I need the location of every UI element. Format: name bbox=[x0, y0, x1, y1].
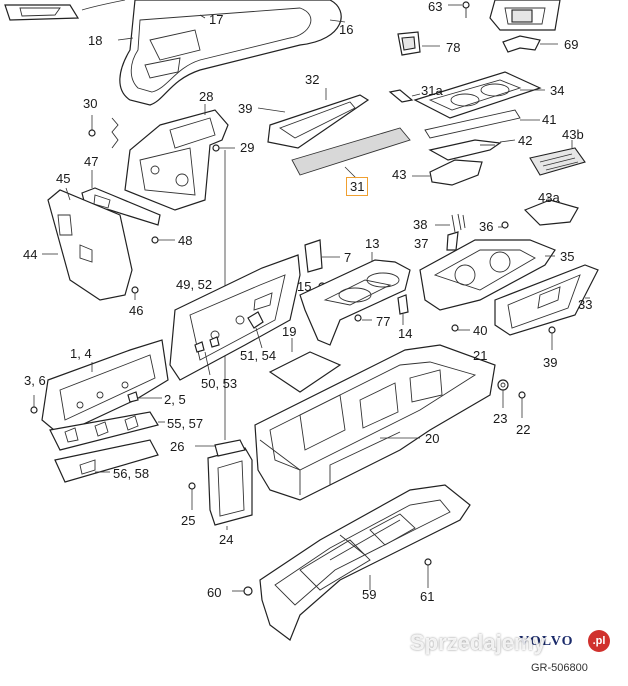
label-1-4: 1, 4 bbox=[70, 346, 92, 361]
part-43-pad bbox=[429, 159, 483, 186]
part-69 bbox=[502, 35, 541, 53]
part-35-base bbox=[419, 239, 556, 311]
label-26: 26 bbox=[170, 439, 185, 454]
label-21: 21 bbox=[473, 348, 488, 363]
part-1-side-panel bbox=[41, 339, 169, 436]
label-13: 13 bbox=[365, 236, 380, 251]
label-7: 7 bbox=[344, 250, 352, 265]
part-49-side-panel bbox=[169, 254, 301, 381]
part-43b-mat bbox=[529, 147, 586, 176]
part-32-trim bbox=[267, 94, 370, 149]
part-37 bbox=[446, 231, 459, 251]
label-30: 30 bbox=[83, 96, 98, 111]
label-50-53: 50, 53 bbox=[201, 376, 238, 391]
label-32: 32 bbox=[305, 72, 320, 87]
label-43: 43 bbox=[392, 167, 407, 182]
label-69: 69 bbox=[564, 37, 579, 52]
label-19: 19 bbox=[282, 324, 297, 339]
label-18: 18 bbox=[88, 33, 103, 48]
label-36: 36 bbox=[479, 219, 494, 234]
part-fragment-topleft bbox=[4, 4, 80, 21]
label-46: 46 bbox=[129, 303, 144, 318]
label-22: 22 bbox=[516, 422, 531, 437]
label-43b: 43b bbox=[562, 127, 584, 142]
label-40: 40 bbox=[473, 323, 488, 338]
label-56-58: 56, 58 bbox=[113, 466, 150, 481]
part-28-housing bbox=[124, 109, 229, 211]
part-43a bbox=[523, 199, 579, 226]
label-24: 24 bbox=[219, 532, 234, 547]
label-38: 38 bbox=[413, 217, 428, 232]
label-25: 25 bbox=[181, 513, 196, 528]
label-35: 35 bbox=[560, 249, 575, 264]
label-39-right: 39 bbox=[543, 355, 558, 370]
label-39-top: 39 bbox=[238, 101, 253, 116]
part-26-clip bbox=[214, 439, 246, 457]
label-77: 77 bbox=[376, 314, 391, 329]
label-2-5: 2, 5 bbox=[164, 392, 186, 407]
label-17: 17 bbox=[209, 12, 224, 27]
part-33-right-trim bbox=[494, 264, 599, 336]
label-48: 48 bbox=[178, 233, 193, 248]
part-41-gasket bbox=[424, 109, 521, 139]
label-31-highlighted: 31 bbox=[345, 177, 369, 196]
watermark-dot-badge: .pl bbox=[588, 630, 610, 652]
part-51-clip bbox=[247, 311, 264, 329]
label-20: 20 bbox=[425, 431, 440, 446]
label-16: 16 bbox=[339, 22, 354, 37]
part-42 bbox=[428, 139, 502, 161]
label-3-6: 3, 6 bbox=[24, 373, 46, 388]
label-51-54: 51, 54 bbox=[240, 348, 277, 363]
label-15: 15 bbox=[297, 279, 312, 294]
label-43a: 43a bbox=[538, 190, 560, 205]
part-31a bbox=[388, 89, 414, 103]
label-78: 78 bbox=[446, 40, 461, 55]
drawing-reference: GR-506800 bbox=[531, 662, 588, 674]
label-49-52: 49, 52 bbox=[176, 277, 213, 292]
part-31-panel bbox=[291, 127, 411, 176]
part-56-lower-strip bbox=[54, 439, 159, 483]
label-41: 41 bbox=[542, 112, 557, 127]
label-63: 63 bbox=[428, 0, 443, 14]
label-33: 33 bbox=[578, 297, 593, 312]
watermark-text: Sprzedajemy bbox=[410, 630, 546, 655]
label-59: 59 bbox=[362, 587, 377, 602]
part-44-side-panel bbox=[47, 189, 133, 301]
part-14 bbox=[397, 294, 409, 315]
label-44: 44 bbox=[23, 247, 38, 262]
label-45: 45 bbox=[56, 171, 71, 186]
label-42: 42 bbox=[518, 133, 533, 148]
label-47: 47 bbox=[84, 154, 99, 169]
part-38-clip bbox=[451, 214, 456, 233]
label-60: 60 bbox=[207, 585, 222, 600]
part-7-clip bbox=[304, 239, 323, 273]
label-34: 34 bbox=[550, 83, 565, 98]
label-31a: 31a bbox=[421, 83, 443, 98]
label-23: 23 bbox=[493, 411, 508, 426]
label-14: 14 bbox=[398, 326, 413, 341]
label-61: 61 bbox=[420, 589, 435, 604]
label-28: 28 bbox=[199, 89, 214, 104]
part-19-mat bbox=[268, 351, 342, 393]
label-55-57: 55, 57 bbox=[167, 416, 204, 431]
label-37: 37 bbox=[414, 236, 429, 251]
label-29: 29 bbox=[240, 140, 255, 155]
volvo-logo: VOLVO bbox=[519, 634, 574, 649]
